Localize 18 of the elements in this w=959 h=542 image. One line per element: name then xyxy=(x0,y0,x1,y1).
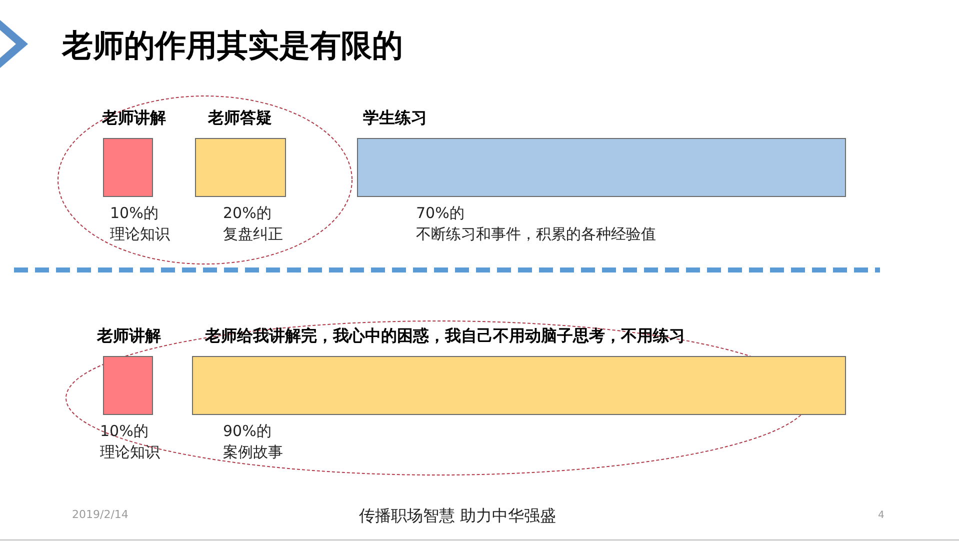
page-number: 4 xyxy=(878,510,884,522)
bar-caption: 理论知识 xyxy=(110,224,170,245)
bar-caption: 70%的 xyxy=(416,203,464,224)
bar-caption: 90%的 xyxy=(223,421,272,442)
bar-heading: 学生练习 xyxy=(363,108,427,128)
bar-caption: 复盘纠正 xyxy=(223,224,283,245)
bar-heading: 老师答疑 xyxy=(208,108,272,128)
bar-caption: 案例故事 xyxy=(223,442,283,463)
date-text: 2019/2/14 xyxy=(72,508,128,522)
bar-caption: 10%的 xyxy=(110,203,158,224)
bar-caption: 不断练习和事件，积累的各种经验值 xyxy=(416,224,656,245)
bar-heading: 老师讲解 xyxy=(97,326,161,346)
slide-title: 老师的作用其实是有限的 xyxy=(62,27,403,66)
footer-slogan: 传播职场智慧 助力中华强盛 xyxy=(359,505,556,527)
bar-caption: 10%的 xyxy=(100,421,148,442)
bar-caption: 20%的 xyxy=(223,203,272,224)
bar-caption: 理论知识 xyxy=(100,442,160,463)
bar-heading: 老师讲解 xyxy=(102,108,166,128)
